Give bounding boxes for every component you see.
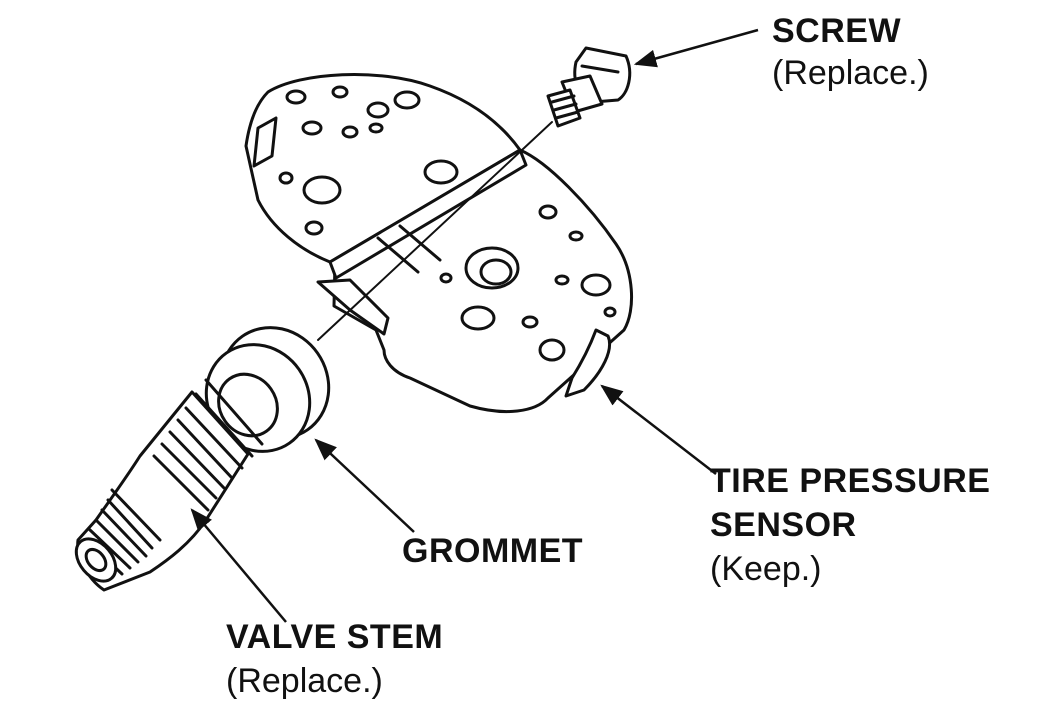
sensor-label-line1: TIRE PRESSURE	[710, 462, 991, 500]
screw-label: SCREW	[772, 12, 902, 50]
grommet	[204, 326, 331, 453]
screw	[546, 46, 632, 128]
screw-note: (Replace.)	[772, 54, 929, 92]
sensor-leader-arrow	[600, 384, 717, 475]
tire-pressure-sensor	[244, 73, 634, 414]
grommet-leader-arrow	[314, 438, 415, 533]
valve-stem	[74, 378, 264, 592]
valve-stem-leader-arrow	[190, 508, 287, 623]
valve-stem-label: VALVE STEM	[226, 618, 444, 656]
screw-leader-arrow	[633, 28, 759, 68]
sensor-note: (Keep.)	[710, 550, 822, 588]
grommet-label: GROMMET	[402, 532, 584, 570]
sensor-label-line2: SENSOR	[710, 506, 857, 544]
valve-stem-note: (Replace.)	[226, 662, 383, 700]
